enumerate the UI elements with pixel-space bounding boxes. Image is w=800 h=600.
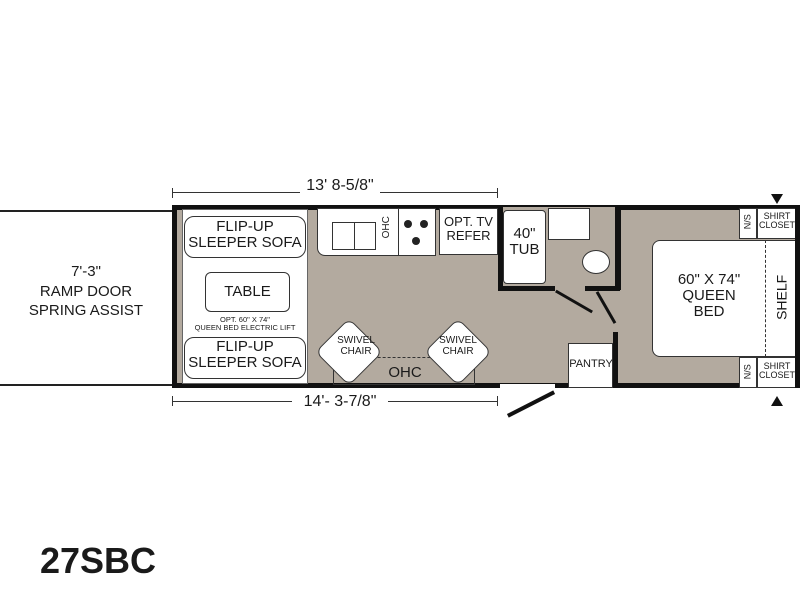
- bathtub: [503, 210, 546, 284]
- pantry-wall: [613, 332, 618, 388]
- nightstand-top-label: N/S: [742, 214, 753, 230]
- ramp-spring-label: SPRING ASSIST: [28, 302, 144, 319]
- swivel-chair-left-label: SWIVEL CHAIR: [337, 335, 375, 357]
- bottom-dimension: 14'- 3-7/8": [292, 393, 388, 411]
- table: [205, 272, 290, 312]
- nightstand-bottom-label: N/S: [742, 364, 753, 380]
- shirt-closet-bottom-label: SHIRT CLOSET: [758, 361, 795, 381]
- swivel-chair-right-label: SWIVEL CHAIR: [439, 335, 477, 357]
- refrigerator: [439, 208, 498, 255]
- nightstand-top: [739, 208, 757, 239]
- bath-sink-icon: [548, 208, 590, 240]
- sofa-top: [184, 216, 306, 258]
- sink-divider: [354, 222, 355, 250]
- queen-bed: [652, 240, 766, 357]
- ramp-size: 7'-3": [71, 263, 101, 280]
- pantry: [568, 343, 613, 388]
- model-title: 27SBC: [40, 540, 157, 581]
- shelf-label: SHELF: [773, 274, 790, 320]
- toilet-icon: [582, 250, 610, 274]
- marker-top-icon: [771, 194, 783, 204]
- dim-tick: [172, 188, 173, 198]
- burner-icon: [420, 220, 428, 228]
- kitchen-ohc-label: OHC: [380, 216, 392, 239]
- shirt-closet-bottom: [757, 357, 797, 388]
- table-label: TABLE: [224, 283, 271, 300]
- entry-door: [506, 390, 556, 418]
- shirt-closet-top-label: SHIRT CLOSET: [758, 211, 795, 231]
- entry-door-gap: [500, 384, 555, 390]
- stove-icon: [398, 208, 436, 256]
- dim-tick: [497, 396, 498, 406]
- shelf: [765, 240, 796, 357]
- sofa-bottom: [184, 337, 306, 379]
- marker-bottom-icon: [771, 396, 783, 406]
- living-ohc-label: OHC: [388, 364, 422, 381]
- dim-tick: [172, 396, 173, 406]
- pantry-label: PANTRY: [569, 358, 613, 370]
- queen-bed-option: OPT. 60" X 74" QUEEN BED ELECTRIC LIFT: [194, 315, 296, 332]
- ramp-label: RAMP DOOR: [39, 283, 133, 300]
- bedroom-wall: [617, 205, 621, 290]
- dim-tick: [497, 188, 498, 198]
- bath-door-gap: [555, 283, 585, 292]
- right-wall: [795, 205, 800, 388]
- top-dimension: 13' 8-5/8": [300, 177, 380, 195]
- sofa-top-label: FLIP-UP SLEEPER SOFA: [188, 218, 302, 251]
- ramp-door-area: [0, 210, 174, 386]
- queen-bed-label: 60" X 74" QUEEN BED: [677, 271, 741, 320]
- sofa-bottom-label: FLIP-UP SLEEPER SOFA: [188, 338, 302, 371]
- nightstand-bottom: [739, 357, 757, 388]
- burner-icon: [404, 220, 412, 228]
- burner-icon: [412, 237, 420, 245]
- tub-label: 40" TUB: [509, 225, 540, 258]
- refrigerator-label: OPT. TV REFER: [444, 214, 493, 243]
